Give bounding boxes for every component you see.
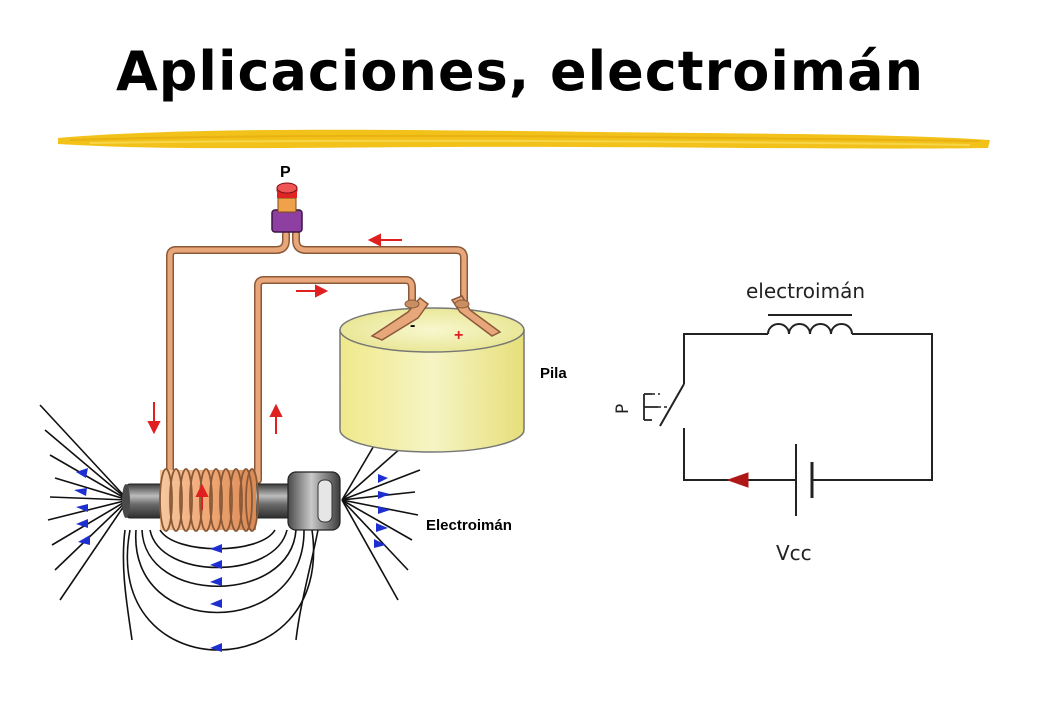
field-arrow xyxy=(76,468,88,478)
schematic-wire-bottom-left xyxy=(683,428,796,481)
field-arrow xyxy=(210,599,222,608)
schematic-diagram xyxy=(643,314,933,516)
plus-terminal-label: + xyxy=(454,327,463,344)
field-arrow xyxy=(376,523,388,532)
current-arrow-left xyxy=(147,402,161,435)
battery xyxy=(339,295,525,453)
field-arrow xyxy=(76,519,88,528)
field-arrow xyxy=(378,506,390,514)
schematic-wire-top-right xyxy=(812,333,933,481)
field-arrow xyxy=(210,544,222,553)
minus-terminal-label: - xyxy=(410,317,415,334)
current-arrow-coil xyxy=(195,483,209,510)
current-arrows xyxy=(147,233,402,510)
current-arrow-top xyxy=(367,233,402,247)
schematic-source-label: Vcc xyxy=(776,541,812,565)
schematic-current-arrow xyxy=(726,472,749,488)
electromagnet-label: Electroimán xyxy=(426,517,512,534)
field-arrow xyxy=(78,535,90,545)
field-arrow xyxy=(210,560,222,569)
current-arrow-middle xyxy=(296,284,329,298)
schematic-switch-pushrod xyxy=(643,393,658,421)
field-arrow xyxy=(76,504,88,512)
field-arrow xyxy=(378,491,390,499)
battery-label: Pila xyxy=(540,365,567,382)
schematic-coil-label: electroimán xyxy=(746,279,865,303)
field-arrow xyxy=(374,539,386,548)
field-arrow xyxy=(74,488,87,496)
switch-label: P xyxy=(280,164,291,181)
field-arrow xyxy=(210,577,222,586)
schematic-coil xyxy=(767,323,853,335)
physical-diagram: P - + Pila xyxy=(39,164,567,652)
circuit-wires xyxy=(166,230,468,494)
schematic-switch-blade xyxy=(659,383,685,427)
current-arrow-right xyxy=(269,403,283,434)
field-arrow xyxy=(378,474,388,483)
push-switch xyxy=(271,182,303,233)
slide-title: Aplicaciones, electroimán xyxy=(115,40,925,103)
field-direction-arrows xyxy=(74,468,390,652)
schematic-switch-label: P xyxy=(613,404,633,414)
coil xyxy=(159,468,259,532)
title-underline xyxy=(58,129,990,149)
schematic-wire-top-left xyxy=(683,333,768,384)
field-arrow xyxy=(210,643,222,652)
